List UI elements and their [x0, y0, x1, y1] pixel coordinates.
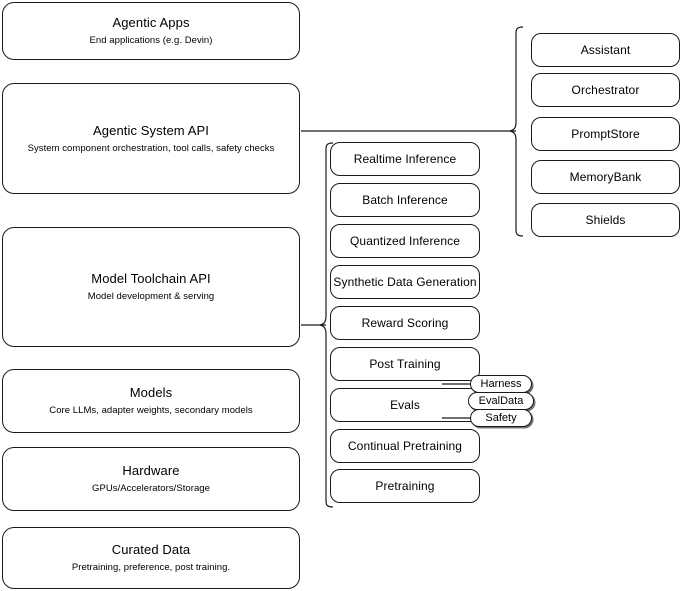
capability-label: Pretraining — [375, 478, 435, 493]
component-label: Assistant — [580, 42, 631, 57]
capability-label: Continual Pretraining — [347, 438, 463, 453]
eval-pill-label: Harness — [480, 378, 522, 390]
capability-reward-scoring[interactable]: Reward Scoring — [330, 306, 480, 340]
capability-pretraining[interactable]: Pretraining — [330, 469, 480, 503]
layer-title: Models — [129, 385, 173, 400]
component-orchestrator[interactable]: Orchestrator — [531, 73, 680, 107]
component-memorybank[interactable]: MemoryBank — [531, 160, 680, 194]
capability-label: Quantized Inference — [350, 233, 460, 248]
layer-model-toolchain-api[interactable]: Model Toolchain API Model development & … — [2, 227, 300, 347]
layer-models[interactable]: Models Core LLMs, adapter weights, secon… — [2, 369, 300, 433]
eval-pill-harness[interactable]: Harness — [470, 375, 532, 393]
capability-quantized-inference[interactable]: Quantized Inference — [330, 224, 480, 258]
layer-subtitle: End applications (e.g. Devin) — [89, 35, 213, 46]
capability-label: Post Training — [369, 356, 441, 371]
component-shields[interactable]: Shields — [531, 203, 680, 237]
component-label: MemoryBank — [569, 169, 642, 184]
layer-hardware[interactable]: Hardware GPUs/Accelerators/Storage — [2, 447, 300, 511]
layer-agentic-system-api[interactable]: Agentic System API System component orch… — [2, 83, 300, 194]
capability-label: Reward Scoring — [361, 315, 449, 330]
capability-batch-inference[interactable]: Batch Inference — [330, 183, 480, 217]
layer-agentic-apps[interactable]: Agentic Apps End applications (e.g. Devi… — [2, 2, 300, 60]
layer-subtitle: Model development & serving — [87, 291, 215, 302]
layer-title: Model Toolchain API — [91, 271, 211, 286]
eval-pill-evaldata[interactable]: EvalData — [468, 392, 534, 410]
capability-post-training[interactable]: Post Training — [330, 347, 480, 381]
capability-realtime-inference[interactable]: Realtime Inference — [330, 142, 480, 176]
component-label: PromptStore — [571, 126, 640, 141]
eval-pill-safety[interactable]: Safety — [470, 409, 532, 427]
capability-label: Realtime Inference — [353, 151, 457, 166]
layer-subtitle: Core LLMs, adapter weights, secondary mo… — [49, 405, 253, 416]
component-label: Shields — [585, 212, 626, 227]
layer-curated-data[interactable]: Curated Data Pretraining, preference, po… — [2, 527, 300, 589]
capability-label: Batch Inference — [362, 192, 448, 207]
component-label: Orchestrator — [571, 82, 640, 97]
layer-title: Agentic System API — [93, 122, 209, 138]
layer-title: Hardware — [122, 463, 180, 478]
component-assistant[interactable]: Assistant — [531, 33, 680, 67]
eval-pill-label: EvalData — [478, 395, 524, 407]
eval-pill-label: Safety — [485, 412, 517, 424]
layer-title: Agentic Apps — [112, 15, 190, 30]
capability-synthetic-data-generation[interactable]: Synthetic Data Generation — [330, 265, 480, 299]
layer-title: Curated Data — [111, 542, 191, 557]
layer-subtitle: Pretraining, preference, post training. — [71, 562, 231, 573]
layer-subtitle: System component orchestration, tool cal… — [27, 142, 275, 154]
capability-evals[interactable]: Evals — [330, 388, 480, 422]
right-brace — [509, 26, 524, 237]
capability-label: Synthetic Data Generation — [333, 274, 477, 289]
capability-continual-pretraining[interactable]: Continual Pretraining — [330, 429, 480, 463]
component-promptstore[interactable]: PromptStore — [531, 117, 680, 151]
capability-label: Evals — [390, 397, 420, 412]
layer-subtitle: GPUs/Accelerators/Storage — [92, 483, 210, 494]
